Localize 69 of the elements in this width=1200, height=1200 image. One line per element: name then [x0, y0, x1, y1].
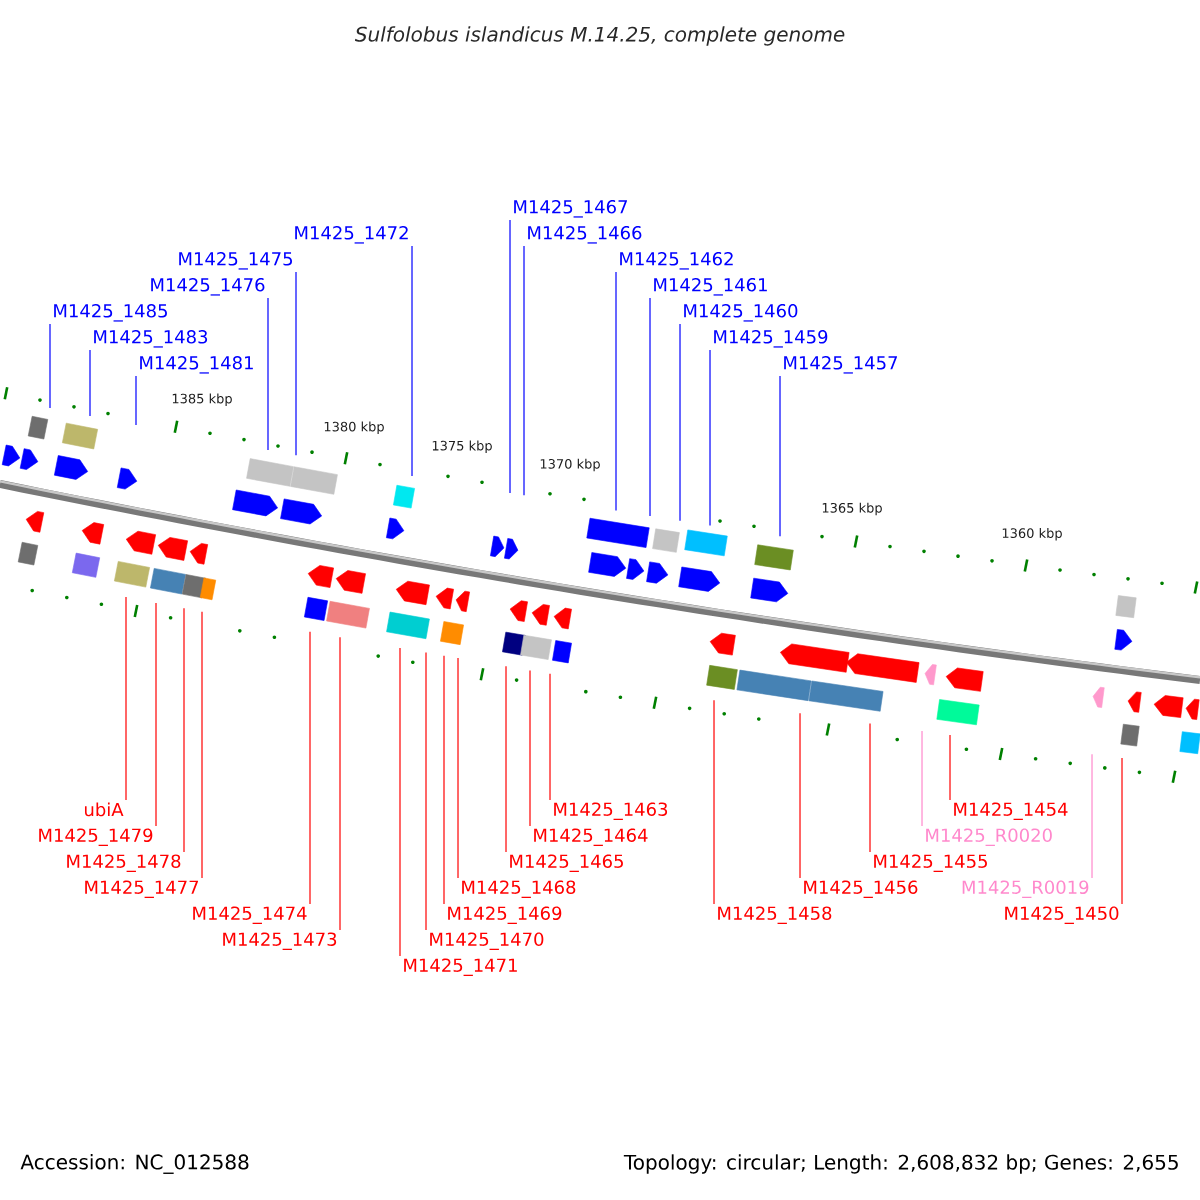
leader-line	[529, 669, 531, 827]
leader-line	[615, 271, 617, 512]
leader-line	[1091, 753, 1093, 879]
leader-line	[869, 723, 871, 853]
leader-line	[411, 245, 413, 477]
gene-label: M1425_1463	[554, 802, 668, 820]
gene-label: M1425_1476	[151, 278, 265, 296]
accession-text: Accession: NC_012588	[20, 1154, 249, 1174]
leader-line	[125, 596, 127, 801]
gene-label: M1425_1479	[39, 828, 153, 846]
gene-label: M1425_R0019	[962, 880, 1089, 898]
gene-label: M1425_1466	[528, 226, 642, 244]
leader-line	[49, 323, 51, 409]
gene-label: M1425_1472	[295, 226, 408, 244]
gene-label: M1425_1478	[67, 854, 181, 872]
leader-line	[183, 607, 185, 853]
gene-label: M1425_1483	[94, 330, 208, 348]
leader-line	[949, 734, 951, 801]
leader-line	[339, 636, 341, 931]
leader-line	[425, 651, 427, 931]
leader-line	[1121, 757, 1123, 905]
gene-label: M1425_1459	[714, 330, 828, 348]
gene-label: M1425_1460	[684, 304, 798, 322]
leader-line	[267, 297, 269, 451]
gene-label: M1425_1450	[1005, 906, 1119, 924]
leader-line	[443, 655, 445, 905]
gene-label: M1425_1468	[462, 880, 576, 898]
leader-line	[89, 349, 91, 417]
gene-label: M1425_1470	[430, 932, 544, 950]
gene-label: M1425_1485	[54, 304, 167, 322]
leader-line	[709, 349, 711, 527]
gene-label: M1425_1475	[179, 252, 292, 270]
gene-label: M1425_1471	[404, 958, 517, 976]
leader-line	[509, 219, 511, 494]
leader-line	[649, 297, 651, 517]
leader-line	[201, 611, 203, 879]
gene-label: M1425_1474	[193, 906, 307, 924]
gene-label: M1425_1456	[804, 880, 918, 898]
leader-line	[549, 673, 551, 801]
leader-line	[295, 271, 297, 456]
gene-label: M1425_1457	[784, 356, 897, 374]
gene-label: M1425_1461	[654, 278, 767, 296]
leader-line	[779, 375, 781, 537]
title: Sulfolobus islandicus M.14.25, complete genome	[354, 26, 845, 46]
leader-line	[155, 602, 157, 827]
leader-line	[523, 245, 525, 496]
gene-label: M1425_1473	[223, 932, 337, 950]
gene-label: M1425_1462	[620, 252, 733, 270]
leader-line	[135, 375, 137, 426]
gene-label: ubiA	[85, 802, 124, 817]
gene-label: M1425_1465	[510, 854, 623, 872]
leader-line	[309, 631, 311, 905]
gene-label: M1425_1464	[534, 828, 648, 846]
genome-info-text: Topology: circular; Length: 2,608,832 bp; Genes: 2,655	[623, 1154, 1178, 1174]
gene-label: M1425_1467	[514, 200, 627, 218]
leader-line	[679, 323, 681, 522]
leader-line	[505, 665, 507, 853]
leader-line	[457, 657, 459, 879]
gene-label: M1425_1477	[85, 880, 199, 898]
gene-label: M1425_1455	[874, 854, 987, 872]
gene-label: M1425_1481	[140, 356, 253, 374]
gene-label: M1425_1454	[954, 802, 1068, 820]
gene-label: M1425_1458	[718, 906, 832, 924]
leader-line	[799, 712, 801, 879]
leader-line	[399, 647, 401, 957]
leader-line	[713, 699, 715, 905]
gene-label: M1425_1469	[448, 906, 562, 924]
gene-label: M1425_R0020	[926, 828, 1052, 846]
leader-line	[921, 730, 923, 827]
